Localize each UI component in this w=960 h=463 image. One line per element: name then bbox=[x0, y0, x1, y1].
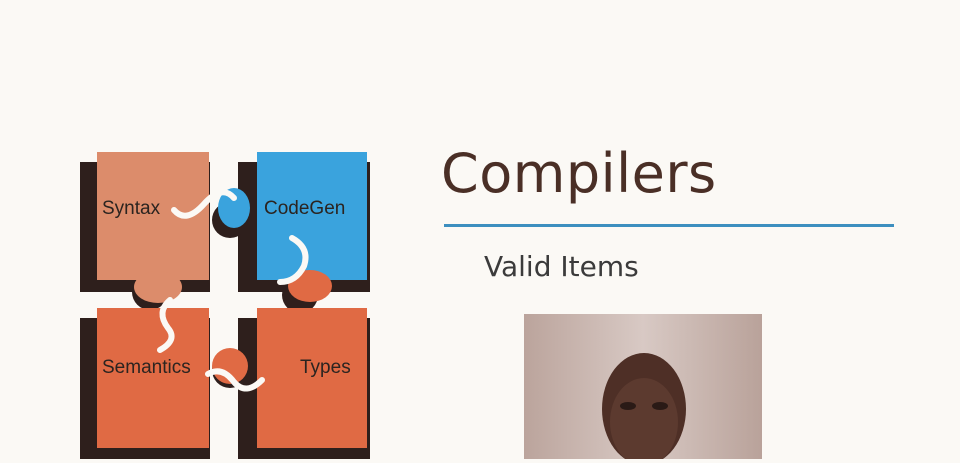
puzzle-piece-codegen bbox=[218, 152, 367, 280]
puzzle-piece-types bbox=[257, 270, 367, 448]
puzzle-label-codegen: CodeGen bbox=[264, 198, 346, 219]
puzzle-graphic bbox=[80, 152, 370, 459]
puzzle-logo: Syntax CodeGen Semantics Types bbox=[70, 140, 390, 459]
title-underline bbox=[444, 224, 894, 227]
puzzle-label-types: Types bbox=[300, 357, 351, 378]
presenter-image bbox=[524, 314, 762, 459]
puzzle-piece-semantics bbox=[97, 308, 248, 448]
presenter-video bbox=[524, 314, 762, 459]
puzzle-connectors bbox=[157, 189, 309, 392]
puzzle-label-semantics: Semantics bbox=[102, 357, 191, 378]
puzzle-label-syntax: Syntax bbox=[102, 198, 161, 219]
slide-title: Compilers bbox=[441, 142, 717, 205]
slide-subtitle: Valid Items bbox=[484, 250, 639, 283]
